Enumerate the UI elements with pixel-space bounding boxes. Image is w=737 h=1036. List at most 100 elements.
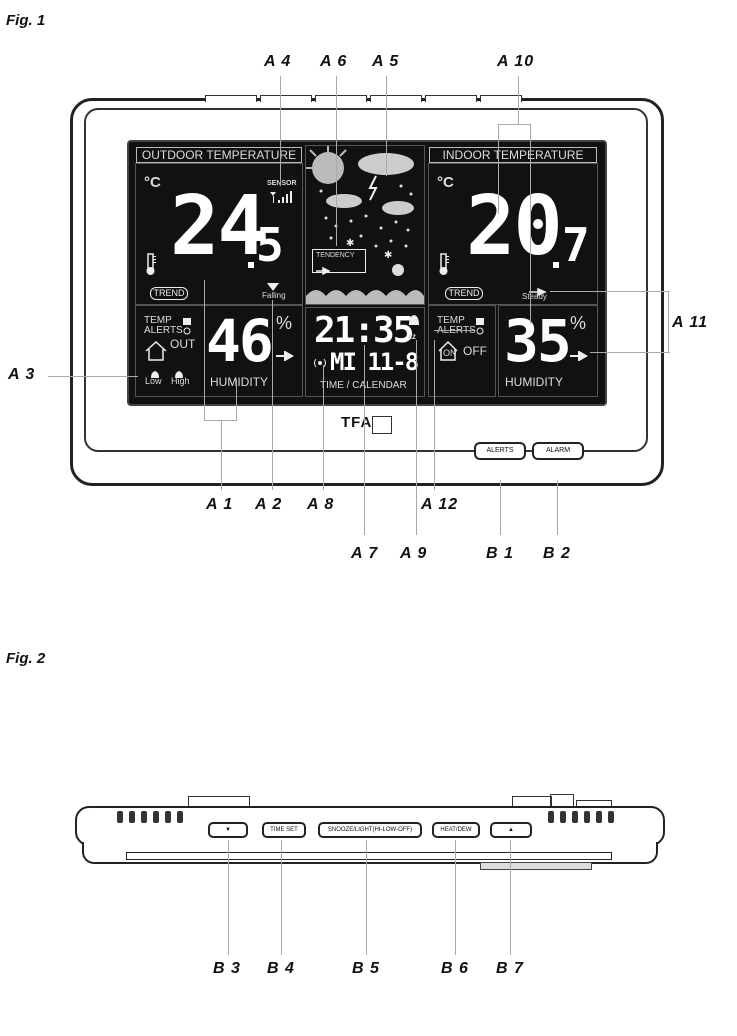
top-tab: [260, 95, 312, 102]
leader-line: [336, 76, 337, 246]
callout-a2: A 2: [255, 496, 283, 513]
callout-b6: B 6: [441, 960, 469, 977]
lcd-screen: [127, 140, 607, 406]
outdoor-temperature-value: 24: [170, 179, 267, 274]
low-bell-icon: [150, 366, 160, 384]
time-set-button[interactable]: TIME SET: [262, 822, 306, 838]
time-display: 21:35: [314, 310, 414, 351]
low-label: Low: [145, 376, 162, 386]
alarm-bell-icon: [408, 314, 420, 333]
brand-logo: TFA: [341, 414, 373, 431]
on-label: ON: [443, 348, 457, 358]
indoor-trend-label: TREND: [445, 287, 483, 300]
brand-logo-box: [372, 416, 392, 434]
indoor-humidity-label: HUMIDITY: [505, 375, 563, 389]
indoor-humidity-value: 35: [504, 307, 572, 375]
high-label: High: [171, 376, 190, 386]
indoor-humidity-trend-arrow: [570, 348, 589, 366]
outdoor-humidity-trend-arrow: [276, 348, 295, 366]
callout-a9: A 9: [400, 545, 428, 562]
snooze-light-button[interactable]: SNOOZE/LIGHT(HI-LOW-OFF): [318, 822, 422, 838]
alert-bell-icon: [180, 316, 194, 341]
alerts-button[interactable]: ALERTS: [474, 442, 526, 460]
falling-arrow-icon: [266, 279, 280, 297]
device-top-ridge: [550, 794, 574, 807]
indoor-temp-alerts-label: TEMP ALERTS: [437, 315, 476, 336]
house-icon: [437, 340, 459, 367]
house-icon: [144, 340, 168, 367]
callout-a5: A 5: [372, 53, 400, 70]
fig1-title: Fig. 1: [6, 12, 46, 29]
weather-forecast-panel: ✱ ✱: [305, 145, 425, 305]
steady-arrow-icon: [529, 283, 547, 301]
steady-label: Steady: [522, 292, 547, 301]
leader-line: [228, 840, 229, 955]
callout-a11: A 11: [672, 314, 709, 331]
device-top-ridge: [188, 796, 250, 807]
outdoor-temperature-decimal: 5: [256, 218, 284, 272]
callout-a3: A 3: [8, 366, 36, 383]
svg-text:✱: ✱: [346, 238, 354, 249]
alarm-button[interactable]: ALARM: [532, 442, 584, 460]
device-top-ridge: [512, 796, 552, 807]
callout-b1: B 1: [486, 545, 514, 562]
indoor-temperature-header: INDOOR TEMPERATURE: [429, 147, 597, 163]
leader-line: [280, 76, 281, 186]
callout-b3: B 3: [213, 960, 241, 977]
leader-line: [204, 280, 205, 420]
callout-b7: B 7: [496, 960, 524, 977]
leader-line: [434, 340, 435, 490]
sensor-label: SENSOR: [267, 180, 297, 187]
falling-label: Falling: [262, 291, 286, 300]
callout-a10: A 10: [497, 53, 535, 70]
down-button[interactable]: ▼: [208, 822, 248, 838]
fig2-title: Fig. 2: [6, 650, 46, 667]
top-tab: [370, 95, 422, 102]
leader-line: [416, 340, 417, 535]
leader-line: [518, 76, 519, 124]
leader-line: [498, 124, 499, 214]
heat-dew-button[interactable]: HEAT/DEW: [432, 822, 480, 838]
top-tab: [480, 95, 522, 102]
outdoor-panel-frame: [135, 163, 303, 305]
leader-line: [668, 291, 669, 353]
leader-line: [510, 840, 511, 955]
callout-b5: B 5: [352, 960, 380, 977]
leader-line: [281, 840, 282, 955]
leader-line: [204, 420, 237, 421]
calendar-display: MI 11-8: [330, 348, 419, 376]
leader-line: [48, 376, 138, 377]
leader-line: [366, 840, 367, 955]
vent-slots-left: [117, 810, 187, 828]
leader-line: [236, 380, 237, 420]
indoor-alerts-frame: [428, 305, 496, 397]
decimal-point: [248, 262, 254, 268]
outdoor-humidity-label: HUMIDITY: [210, 375, 268, 389]
decimal-point: [553, 262, 559, 268]
off-label: OFF: [463, 344, 487, 358]
outdoor-unit-celsius: °C: [144, 174, 161, 191]
callout-a8: A 8: [307, 496, 335, 513]
thermometer-icon: [144, 253, 158, 282]
tendency-box: [312, 249, 366, 273]
outdoor-humidity-percent: %: [276, 313, 293, 333]
out-label: OUT: [170, 337, 196, 351]
indoor-panel-frame: [428, 163, 598, 305]
radio-signal-icon: [313, 356, 327, 375]
leader-line: [590, 352, 670, 353]
weather-icons: ✱ ✱: [306, 146, 424, 304]
callout-b2: B 2: [543, 545, 571, 562]
leader-line: [221, 420, 222, 490]
signal-strength-icon: [268, 190, 294, 209]
outdoor-temperature-header: OUTDOOR TEMPERATURE: [136, 147, 302, 163]
top-tab: [315, 95, 367, 102]
leader-line: [323, 365, 324, 490]
up-button[interactable]: ▲: [490, 822, 532, 838]
leader-line: [498, 124, 530, 125]
device-side-foot: [126, 852, 612, 860]
leader-line: [530, 124, 531, 324]
device-side-base: [82, 842, 658, 864]
indoor-humidity-frame: [498, 305, 598, 397]
high-bell-icon: [174, 366, 184, 384]
outdoor-temp-alerts-label: TEMP ALERTS: [144, 315, 183, 336]
